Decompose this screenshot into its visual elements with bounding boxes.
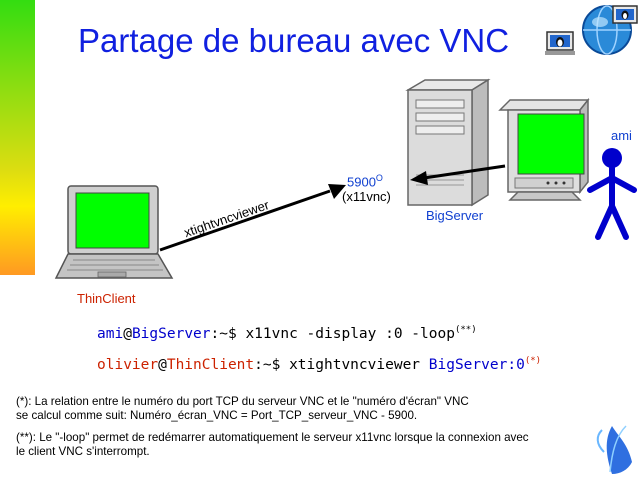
footnote-port-relation: (*): La relation entre le numéro du port… bbox=[16, 395, 631, 423]
cmd2-target-host: BigServer bbox=[428, 356, 508, 373]
server-name-label: BigServer bbox=[426, 208, 484, 223]
server-process-label: (x11vnc) bbox=[342, 189, 391, 204]
port-label: 5900O bbox=[347, 173, 383, 190]
slide-title: Partage de bureau avec VNC bbox=[78, 22, 510, 59]
cmd1-prompt: :~$ bbox=[210, 325, 246, 342]
crt-monitor-icon bbox=[498, 97, 590, 201]
command-line-server: ami@BigServer:~$ x11vnc -display :0 -loo… bbox=[97, 325, 477, 342]
footnote-2-line-2: le client VNC s'interrompt. bbox=[16, 445, 150, 458]
server-tower-icon bbox=[405, 78, 491, 207]
cmd1-host: BigServer bbox=[131, 325, 211, 342]
user-figure-icon bbox=[587, 148, 637, 240]
cmd2-target-display: :0 bbox=[507, 356, 525, 373]
cmd2-text: xtightvncviewer bbox=[289, 356, 429, 373]
footnote-loop-option: (**): Le "-loop" permet de redémarrer au… bbox=[16, 431, 631, 459]
client-name-label: ThinClient bbox=[77, 291, 136, 306]
viewer-connection-arrow bbox=[159, 184, 346, 252]
footnote-1-line-2: se calcul comme suit: Numéro_écran_VNC =… bbox=[16, 409, 418, 422]
cmd1-user: ami bbox=[97, 325, 124, 342]
cmd2-host: ThinClient bbox=[166, 356, 255, 373]
network-logo-icon bbox=[545, 5, 638, 55]
feather-logo-icon bbox=[596, 425, 632, 474]
cmd2-prompt: :~$ bbox=[254, 356, 290, 373]
cmd1-at: @ bbox=[123, 325, 132, 342]
laptop-icon bbox=[54, 185, 174, 279]
footnote-1-line-1: (*): La relation entre le numéro du port… bbox=[16, 395, 469, 408]
user-name-label: ami bbox=[611, 128, 632, 143]
footnote-2-line-1: (**): Le "-loop" permet de redémarrer au… bbox=[16, 431, 529, 444]
cmd1-sup: (**) bbox=[454, 325, 477, 335]
server-connection-arrow bbox=[410, 164, 506, 185]
command-line-client: olivier@ThinClient:~$ xtightvncviewer Bi… bbox=[97, 356, 541, 373]
cmd2-user: olivier bbox=[97, 356, 159, 373]
cmd2-at: @ bbox=[158, 356, 167, 373]
side-gradient-bar bbox=[0, 0, 35, 275]
cmd2-sup: (*) bbox=[524, 356, 542, 366]
cmd1-text: x11vnc -display :0 -loop bbox=[245, 325, 455, 342]
port-superscript: O bbox=[375, 173, 383, 183]
